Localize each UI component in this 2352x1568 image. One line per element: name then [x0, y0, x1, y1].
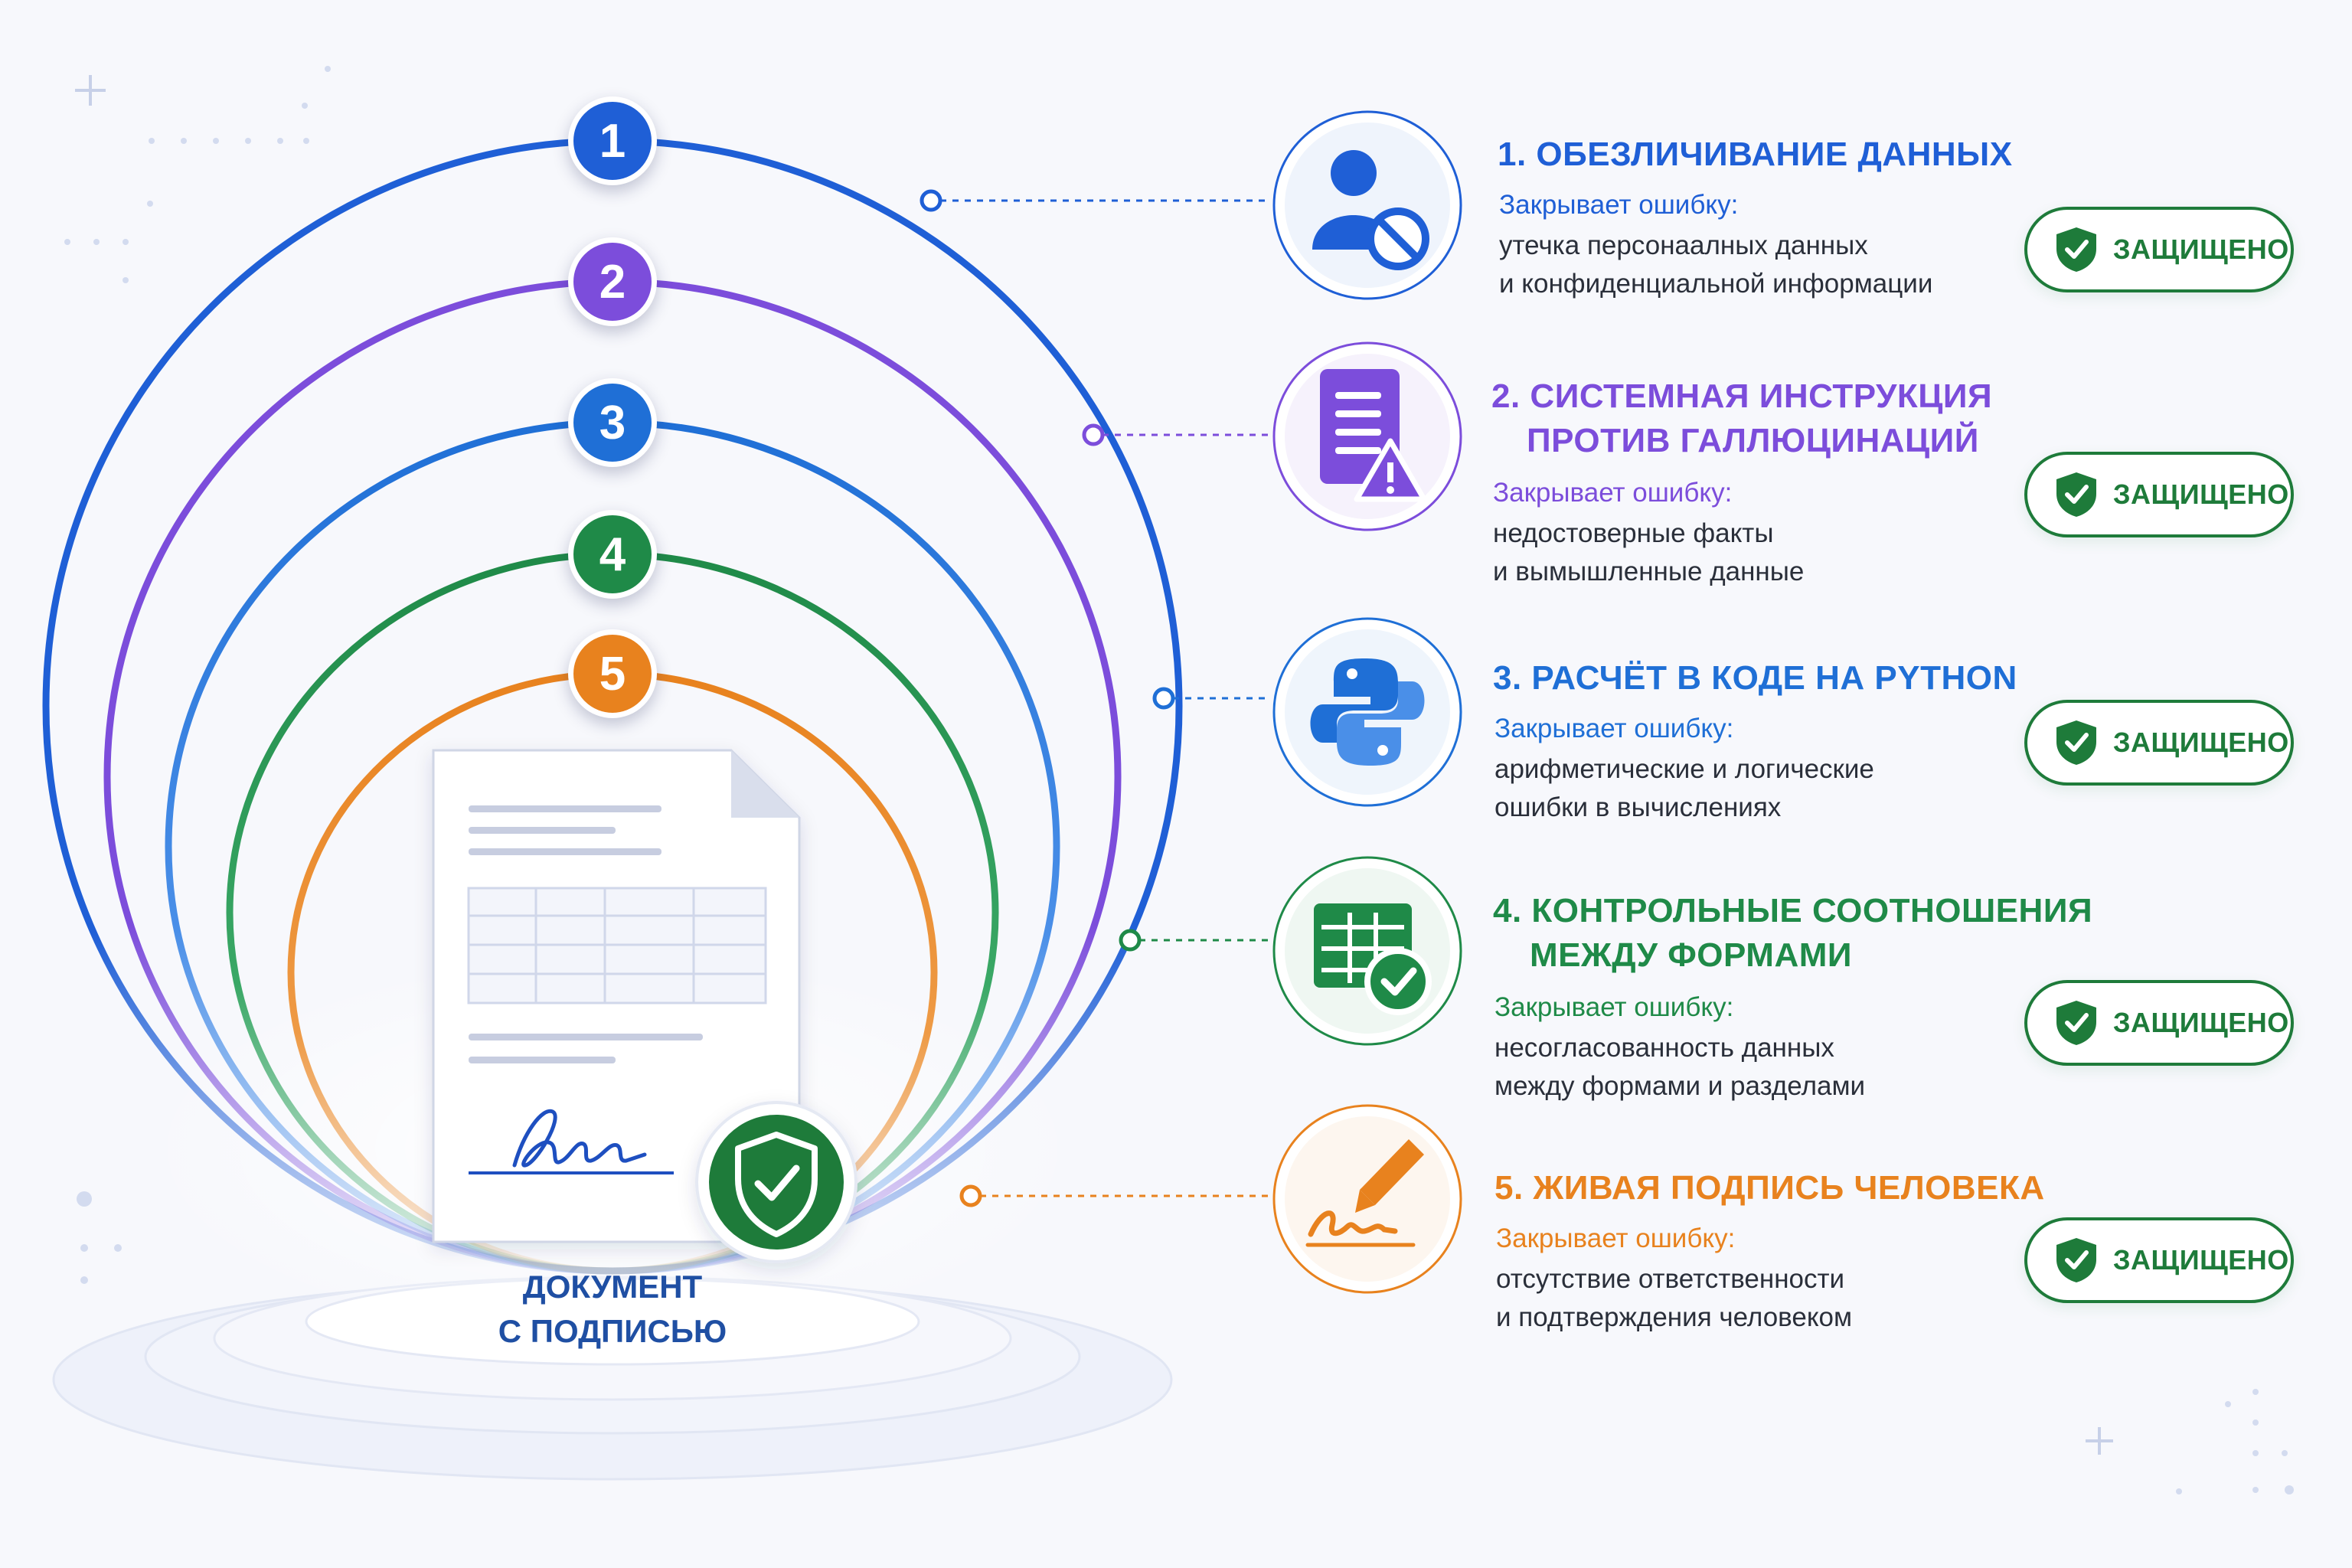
document-table [467, 887, 767, 1004]
layer-desc-2-line1: недостоверные факты [1493, 518, 1774, 548]
layer-desc-5-line2: и подтверждения человеком [1496, 1302, 1853, 1332]
background-decoration [64, 66, 2294, 1494]
connectors [920, 189, 1271, 1207]
layer-subtitle-3: Закрывает ошибку: [1494, 714, 1734, 743]
python-icon [1310, 658, 1425, 766]
ring-number-3: 3 [568, 378, 657, 467]
protected-badge-label: ЗАЩИЩЕНО [2113, 727, 2289, 758]
shield-check-icon [2056, 720, 2096, 765]
shield-check-icon [2056, 472, 2096, 517]
connector-dot-5 [959, 1184, 982, 1207]
protected-badge-label: ЗАЩИЩЕНО [2113, 479, 2289, 510]
icon-circle-3 [1272, 617, 1462, 807]
ring-number-1: 1 [568, 96, 657, 185]
protected-badge-2: ЗАЩИЩЕНО [2024, 452, 2294, 537]
layer-title-1: 1. ОБЕЗЛИЧИВАНИЕ ДАННЫХ [1498, 136, 2013, 173]
layer-title-4: 4. КОНТРОЛЬНЫЕ СООТНОШЕНИЯ [1493, 892, 2093, 929]
protected-badge-label: ЗАЩИЩЕНО [2113, 1244, 2289, 1276]
connector-dot-1 [920, 189, 942, 212]
icon-circle-inner-3 [1285, 629, 1450, 795]
layer-subtitle-1: Закрывает ошибку: [1499, 190, 1739, 220]
shield-check-icon [2056, 1001, 2096, 1045]
layer-icons [1272, 110, 1462, 1294]
protected-badge-4: ЗАЩИЩЕНО [2024, 980, 2294, 1066]
document-warning-icon [1320, 369, 1427, 502]
layer-desc-4-line1: несогласованность данных [1494, 1033, 1834, 1063]
layer-desc-5-line1: отсутствие ответственности [1496, 1264, 1845, 1294]
layer-desc-3-line1: арифметические и логические [1494, 754, 1874, 784]
document-label-line2: С ПОДПИСЬЮ [498, 1313, 727, 1349]
layer-desc-1-line2: и конфиденциальной информации [1499, 269, 1933, 299]
layer-desc-3-line2: ошибки в вычислениях [1494, 792, 1782, 822]
protected-badge-1: ЗАЩИЩЕНО [2024, 207, 2294, 292]
layer-title-4-line2: МЕЖДУ ФОРМАМИ [1530, 936, 1852, 974]
document-label: ДОКУМЕНТ С ПОДПИСЬЮ [429, 1265, 796, 1354]
layer-title-5: 5. ЖИВАЯ ПОДПИСЬ ЧЕЛОВЕКА [1494, 1169, 2045, 1207]
ring-number-4: 4 [568, 510, 657, 599]
layer-subtitle-2: Закрывает ошибку: [1493, 478, 1733, 508]
ring-number-5: 5 [568, 629, 657, 718]
pen-signature-icon [1305, 1139, 1424, 1247]
protected-badge-label: ЗАЩИЩЕНО [2113, 1007, 2289, 1038]
layer-desc-2-line2: и вымышленные данные [1493, 557, 1805, 586]
icon-circle-inner-1 [1285, 122, 1450, 288]
connector-dot-4 [1119, 929, 1142, 952]
document-label-line1: ДОКУМЕНТ [522, 1269, 703, 1305]
ring-number-2: 2 [568, 237, 657, 326]
platform [52, 949, 1173, 1481]
connector-dot-2 [1082, 423, 1105, 446]
signature [469, 1109, 674, 1174]
layer-desc-1-line1: утечка персонаалных данных [1499, 230, 1868, 260]
protected-badge-label: ЗАЩИЩЕНО [2113, 234, 2289, 265]
layer-title-3: 3. РАСЧЁТ В КОДЕ НА PYTHON [1493, 659, 2017, 697]
protected-badge-5: ЗАЩИЩЕНО [2024, 1217, 2294, 1303]
document-lines [469, 805, 703, 1063]
protected-badge-3: ЗАЩИЩЕНО [2024, 700, 2294, 786]
connector-dot-3 [1152, 687, 1175, 710]
table-check-icon [1314, 903, 1432, 1015]
layer-title-2-line2: ПРОТИВ ГАЛЛЮЦИНАЦИЙ [1527, 422, 1979, 459]
layer-subtitle-5: Закрывает ошибку: [1496, 1223, 1736, 1253]
layer-subtitle-4: Закрывает ошибку: [1494, 992, 1734, 1022]
layer-desc-4-line2: между формами и разделами [1494, 1071, 1866, 1101]
shield-check-icon [2056, 227, 2096, 272]
shield-check-icon [2056, 1238, 2096, 1282]
user-blocked-icon [1312, 150, 1429, 270]
shield-check-icon [695, 1101, 858, 1263]
layer-title-2: 2. СИСТЕМНАЯ ИНСТРУКЦИЯ [1491, 377, 1993, 415]
